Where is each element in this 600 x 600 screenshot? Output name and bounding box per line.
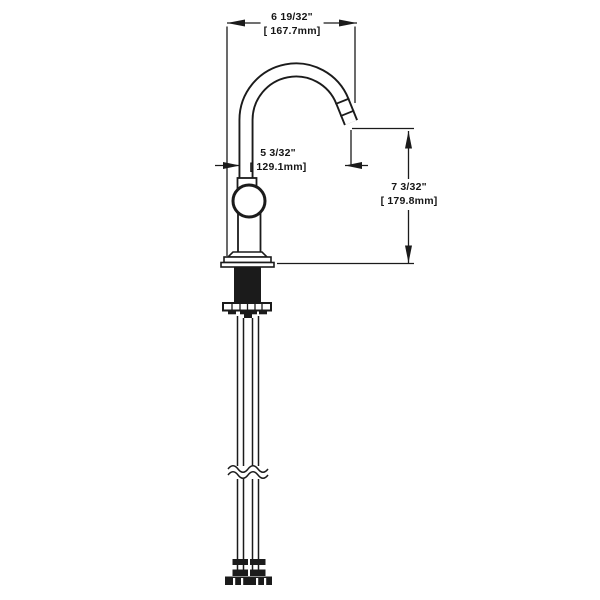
mounting-flange	[222, 302, 272, 318]
base-step-3	[220, 261, 275, 268]
width-dim-arrow-left	[227, 19, 245, 27]
height-dimension-mm: [ 179.8mm]	[380, 194, 438, 207]
spout-nozzle-collar-line	[339, 109, 355, 118]
base-step-2	[223, 256, 272, 264]
reach-dimension-mm: [ 129.1mm]	[249, 160, 307, 173]
handle-knob	[231, 183, 267, 219]
flange-tabs	[228, 310, 267, 318]
mounting-base	[220, 251, 275, 268]
reach-dimension-inches: 5 3/32"	[260, 147, 296, 159]
shank-cylinder	[234, 267, 261, 303]
spout-nozzle-joint-line	[335, 97, 350, 105]
width-dimension-label: 6 19/32" [ 167.7mm]	[260, 9, 324, 41]
connector-nut-left	[225, 576, 249, 585]
faucet	[220, 62, 358, 585]
width-dimension-inches: 6 19/32"	[271, 11, 313, 23]
center-fitting	[244, 311, 252, 318]
height-dim-arrow-bottom	[405, 245, 412, 263]
width-dimension-mm: [ 167.7mm]	[263, 24, 321, 37]
supply-line-connectors	[225, 559, 272, 585]
reach-dim-arrow-right	[345, 162, 362, 169]
connector-nut-right	[248, 576, 272, 585]
width-dim-arrow-right	[339, 19, 357, 27]
height-dim-arrow-top	[405, 131, 412, 149]
reach-dimension-label: 5 3/32" [ 129.1mm]	[247, 145, 310, 176]
height-dimension-inches: 7 3/32"	[391, 181, 427, 193]
reach-dim-arrow-left	[223, 162, 240, 169]
supply-line-break-marks	[227, 465, 269, 479]
dimension-arrowheads	[223, 19, 412, 263]
spout	[238, 62, 358, 186]
height-dimension-label: 7 3/32" [ 179.8mm]	[377, 179, 441, 211]
supply-lines	[236, 316, 260, 576]
